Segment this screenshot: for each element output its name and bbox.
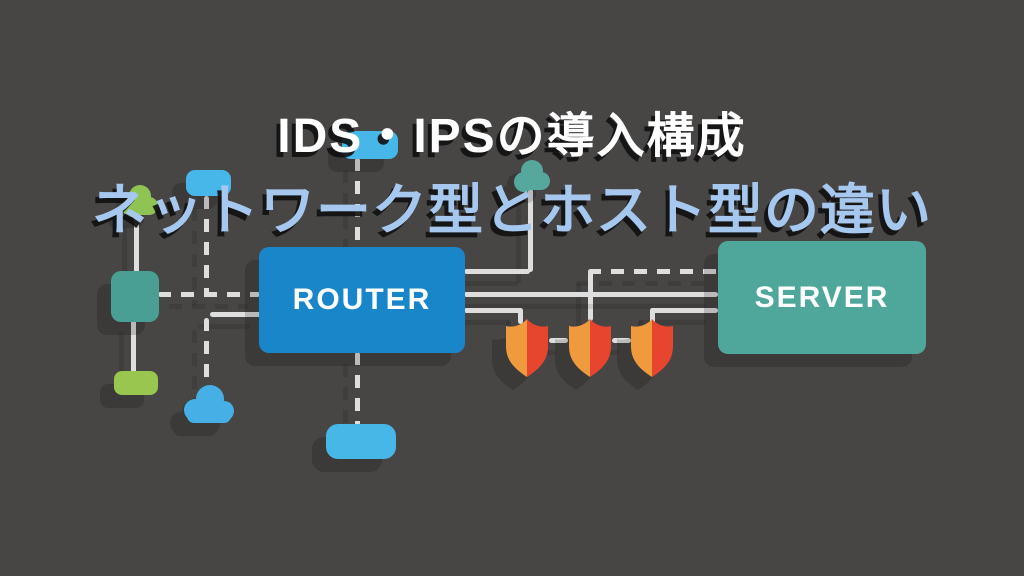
link-line-to-shield3 — [650, 308, 655, 324]
link-line-to-shield1 — [518, 308, 523, 324]
link-line-tealtree-stem — [528, 189, 533, 272]
link-line-router-lower — [464, 308, 522, 313]
link-line-tree-to-workstation — [134, 213, 139, 274]
link-line-leftnode-down — [204, 196, 209, 294]
link-line-router-left — [210, 312, 262, 317]
endpoint-icon — [114, 371, 158, 395]
link-line-upper-to-server — [588, 269, 718, 274]
shield-icon — [504, 317, 550, 379]
shield-icon — [567, 317, 613, 379]
link-line-workstation-to-router — [158, 292, 260, 297]
node-icon-left — [186, 170, 231, 196]
link-line-router-upper — [464, 269, 530, 274]
link-line-shield1-shield2 — [549, 338, 568, 343]
link-line-workstation-to-endpoint — [131, 320, 136, 374]
workstation-icon — [111, 271, 159, 322]
router-box: ROUTER — [259, 247, 465, 353]
shield-icon — [629, 317, 675, 379]
server-label: SERVER — [754, 280, 890, 314]
tree-icon — [120, 185, 160, 219]
link-line-topnode-to-router — [355, 158, 360, 250]
link-line-to-cloud — [204, 318, 209, 384]
node-icon-bottom — [326, 424, 396, 459]
link-line-router-to-bottomnode — [355, 352, 360, 426]
link-line-server-lower — [650, 308, 718, 313]
cloud-icon — [180, 384, 238, 425]
server-box: SERVER — [718, 241, 926, 354]
node-icon-top — [342, 131, 398, 159]
tree-icon — [512, 160, 552, 194]
link-line-router-to-server-main — [464, 292, 718, 297]
router-label: ROUTER — [292, 283, 432, 316]
link-line-shield2-shield3 — [612, 338, 631, 343]
